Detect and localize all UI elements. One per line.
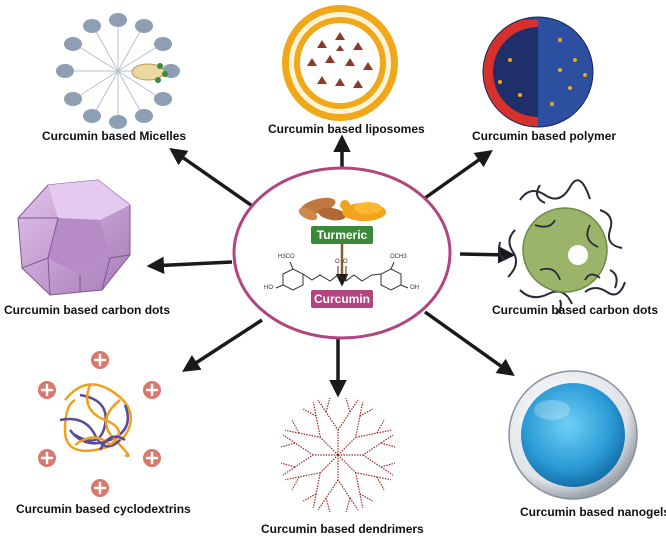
arrow-nanogels xyxy=(423,310,515,377)
micelle-icon xyxy=(56,13,180,129)
curcumin-molecule-icon xyxy=(275,261,409,291)
label-nanogels: Curcumin based nanogels xyxy=(520,505,666,519)
arrow-carbon-dots-left xyxy=(146,256,233,275)
polymer-nanoparticle-icon xyxy=(482,16,594,128)
liposome-icon xyxy=(282,5,398,121)
label-polymer: Curcumin based polymer xyxy=(472,129,617,143)
label-dendrimers: Curcumin based dendrimers xyxy=(261,522,424,536)
label-micelles: Curcumin based Micelles xyxy=(42,129,187,143)
arrow-micelles xyxy=(169,147,260,212)
turmeric-tag: Turmeric xyxy=(311,226,373,244)
chem-label-methoxy-right: OCH3 xyxy=(390,254,407,260)
arrow-carbon-dots-right xyxy=(459,245,516,264)
dendrimer-icon xyxy=(280,397,396,513)
label-liposomes: Curcumin based liposomes xyxy=(268,122,425,136)
label-cyclodextrins: Curcumin based cyclodextrins xyxy=(16,502,191,516)
cyclodextrin-icon xyxy=(38,351,161,497)
chem-label-hydroxy-right: OH xyxy=(410,285,419,291)
label-carbon-dots-left: Curcumin based carbon dots xyxy=(4,303,171,317)
hub xyxy=(232,166,452,340)
chem-label-hydroxy-left: HO xyxy=(264,285,273,291)
chem-label-methoxy-left: H3CO xyxy=(278,254,295,260)
turmeric-root-icon xyxy=(298,197,386,221)
chem-label-keto-left: O xyxy=(335,259,340,265)
chem-label-keto-right: O xyxy=(343,259,348,265)
carbon-dot-icon xyxy=(498,179,626,315)
polyhedron-icon xyxy=(17,179,131,296)
arrow-polymer xyxy=(423,149,493,200)
plus-icon xyxy=(38,351,161,497)
label-carbon-dots-right: Curcumin based carbon dots xyxy=(492,303,659,317)
nanogel-icon xyxy=(508,370,638,500)
arrow-cyclodextrins xyxy=(182,318,263,372)
arrows xyxy=(146,134,516,398)
curcumin-tag: Curcumin xyxy=(311,290,373,308)
